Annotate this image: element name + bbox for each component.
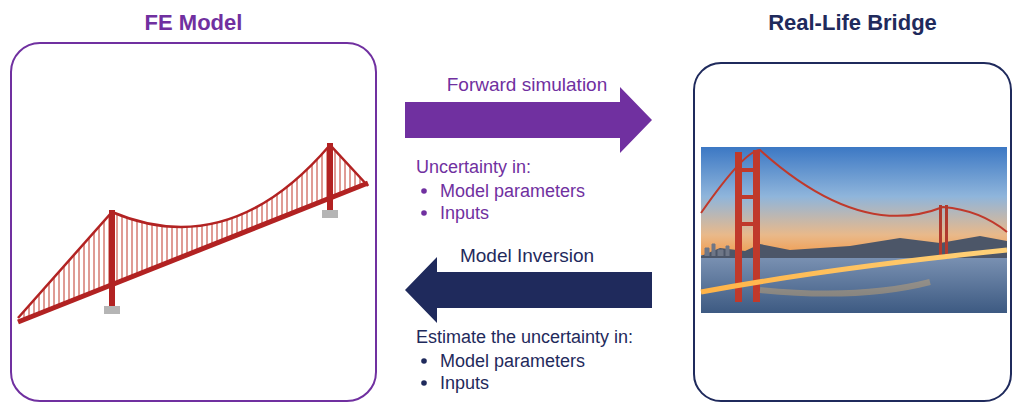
block-arrow bbox=[405, 257, 652, 323]
list-heading: Estimate the uncertainty in: bbox=[416, 326, 633, 348]
tower-leg bbox=[939, 205, 942, 259]
arrow-label: Forward simulation bbox=[447, 74, 608, 96]
bullet bbox=[421, 210, 427, 216]
list-item: Model parameters bbox=[440, 180, 585, 202]
bridge-deck bbox=[18, 183, 368, 322]
tower-base bbox=[322, 210, 338, 218]
deck-lights bbox=[701, 250, 1007, 292]
list-item: Inputs bbox=[440, 202, 489, 224]
reflection bbox=[760, 282, 930, 294]
bullet bbox=[421, 358, 427, 364]
tower-beam bbox=[735, 222, 760, 226]
list-heading: Uncertainty in: bbox=[416, 156, 531, 178]
tower-beam bbox=[735, 168, 760, 172]
main-cable bbox=[18, 145, 368, 318]
list-item: Model parameters bbox=[440, 350, 585, 372]
tower-base bbox=[104, 306, 120, 314]
illustration-panel: FE Model bbox=[10, 42, 377, 402]
illustration-panel: Real-Life Bridge bbox=[693, 62, 1012, 402]
panel-title: Real-Life Bridge bbox=[655, 10, 1020, 36]
fe-model-drawing bbox=[18, 143, 368, 322]
list-item: Inputs bbox=[440, 372, 489, 394]
tower bbox=[327, 143, 333, 213]
bullet bbox=[421, 380, 427, 386]
tower bbox=[109, 210, 115, 308]
tower-leg bbox=[945, 205, 948, 259]
block-arrow bbox=[405, 87, 652, 153]
bullet bbox=[421, 188, 427, 194]
tower-leg bbox=[735, 152, 742, 302]
cable bbox=[701, 150, 1007, 232]
panel-title: FE Model bbox=[0, 10, 415, 36]
bridge-photo bbox=[701, 147, 1007, 313]
arrow-label: Model Inversion bbox=[460, 245, 594, 267]
sky bbox=[701, 147, 1007, 257]
tower-beam bbox=[735, 195, 760, 199]
hanger-lines bbox=[24, 149, 365, 320]
city bbox=[705, 244, 729, 256]
